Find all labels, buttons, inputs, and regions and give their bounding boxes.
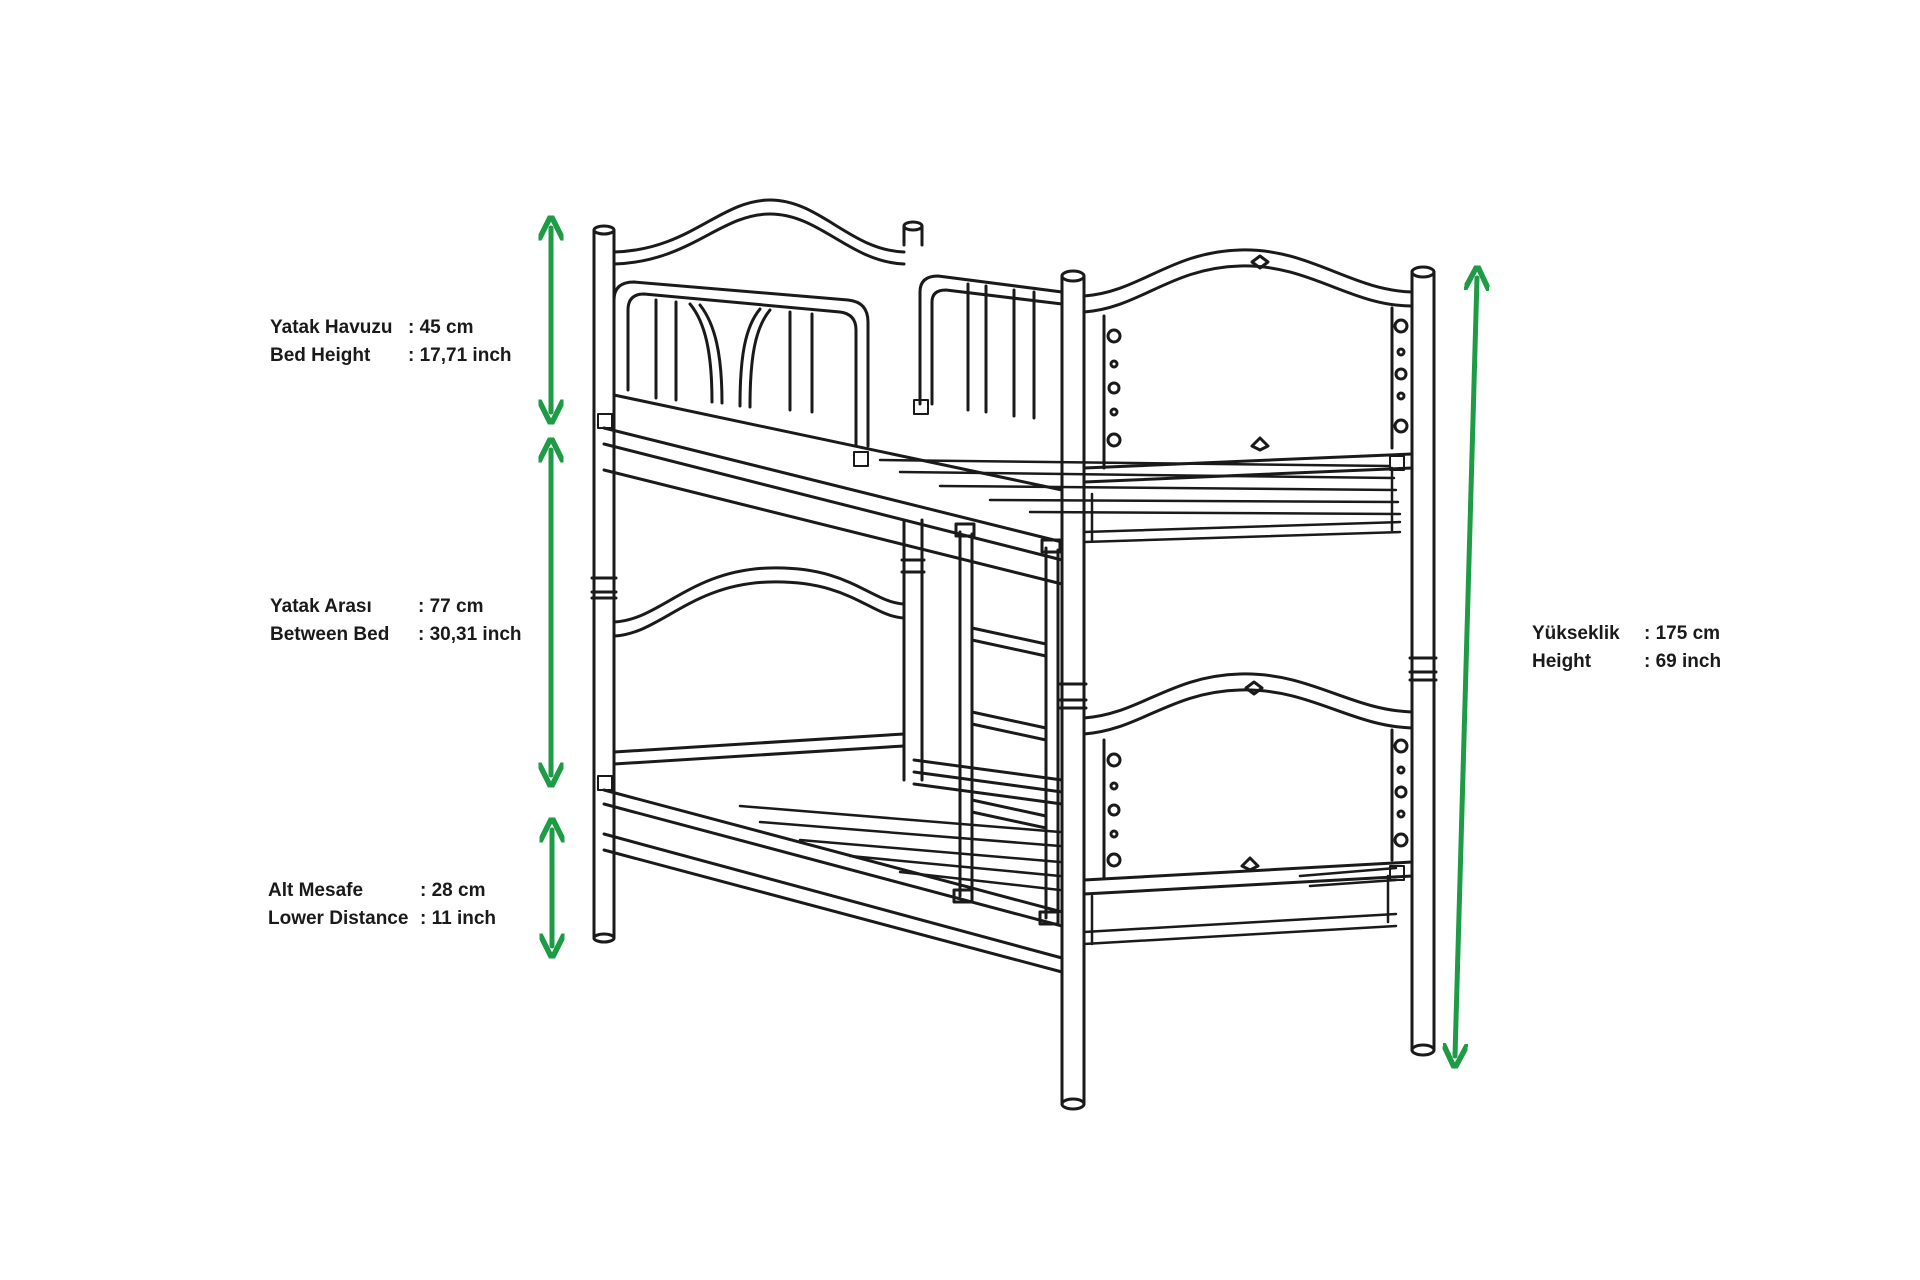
front-right-post bbox=[1408, 265, 1438, 1057]
upper-side-rail bbox=[602, 393, 1064, 586]
lower-side-rail bbox=[602, 788, 1064, 974]
dimension-key: Yükseklik bbox=[1532, 623, 1620, 644]
front-left-post bbox=[1058, 269, 1088, 1111]
dimension-key: Yatak Havuzu bbox=[270, 317, 393, 338]
height-arrow bbox=[1455, 278, 1477, 1056]
upper-guard-rail-left bbox=[612, 280, 870, 448]
dimension-value: : 77 cm bbox=[418, 596, 484, 617]
lower-front-footboard bbox=[1082, 672, 1414, 896]
bed-height-label: Yatak Havuzu : 45 cm Bed Height : 17,71 in… bbox=[270, 314, 512, 370]
dimension-value: : 45 cm bbox=[408, 317, 474, 338]
dimension-value: : 30,31 inch bbox=[418, 624, 522, 645]
dimension-value: : 28 cm bbox=[420, 880, 486, 901]
dimension-key: Alt Mesafe bbox=[268, 880, 364, 901]
dimension-key: Height bbox=[1532, 651, 1592, 672]
dimension-value: : 11 inch bbox=[420, 908, 497, 929]
dimension-value: : 175 cm bbox=[1644, 623, 1721, 644]
dimension-key: Between Bed bbox=[270, 624, 390, 645]
between-bed-label: Yatak Arası : 77 cm Between Bed : 30,31 in… bbox=[270, 593, 522, 649]
bunk-bed-drawing bbox=[590, 198, 1438, 1111]
dimension-key: Lower Distance bbox=[268, 908, 409, 929]
lower-inner-rail bbox=[912, 758, 1064, 806]
lower-slats bbox=[738, 804, 1398, 946]
upper-guard-rail-right bbox=[918, 274, 1064, 420]
height-label: Yükseklik : 175 cm Height : 69 inch bbox=[1532, 620, 1721, 676]
bracket-blocks bbox=[597, 399, 1405, 881]
dimension-value: : 17,71 inch bbox=[408, 345, 512, 366]
dimension-arrows bbox=[551, 228, 1477, 1056]
dimension-key: Bed Height bbox=[270, 345, 371, 366]
back-upper-headboard bbox=[612, 198, 906, 266]
upper-front-footboard bbox=[1082, 248, 1414, 484]
back-middle-post bbox=[900, 220, 926, 782]
upper-slats bbox=[878, 458, 1402, 544]
lower-distance-label: Alt Mesafe : 28 cm Lower Distance : 11 inc… bbox=[268, 877, 496, 933]
back-lower-headboard bbox=[612, 566, 906, 766]
ladder bbox=[952, 522, 1062, 926]
dimension-value: : 69 inch bbox=[1644, 651, 1722, 672]
dimension-key: Yatak Arası bbox=[270, 596, 372, 617]
